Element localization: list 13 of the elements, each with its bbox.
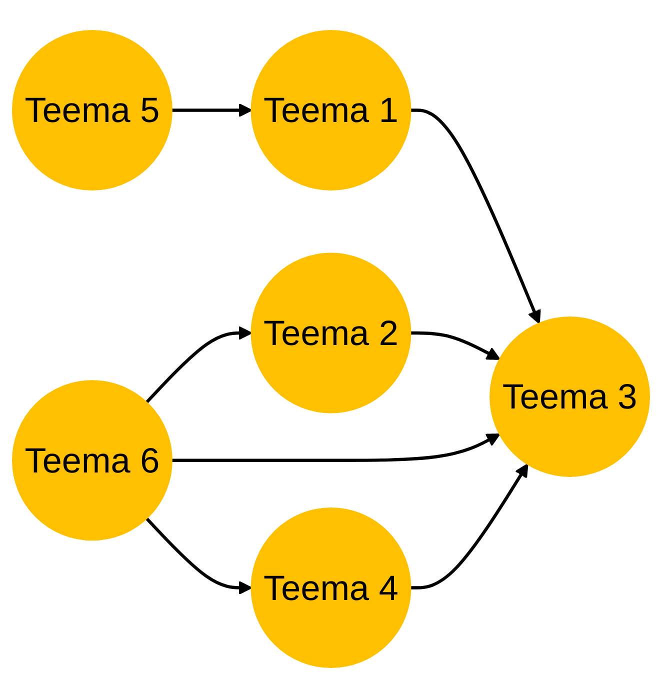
arrow: [410, 108, 541, 324]
arrow: [410, 462, 528, 589]
arrow: [172, 102, 252, 117]
node-circle: Teema 3: [490, 316, 650, 476]
node-circle: Teema 6: [12, 380, 172, 540]
arrow: [410, 330, 500, 360]
arrow: [172, 432, 500, 462]
node-circle: Teema 1: [250, 29, 412, 190]
arrow: [145, 516, 252, 594]
node-circle: Teema 2: [250, 252, 412, 413]
arrow: [145, 325, 252, 404]
node-circle: Teema 5: [12, 29, 172, 190]
node-circle: Teema 4: [250, 507, 412, 668]
